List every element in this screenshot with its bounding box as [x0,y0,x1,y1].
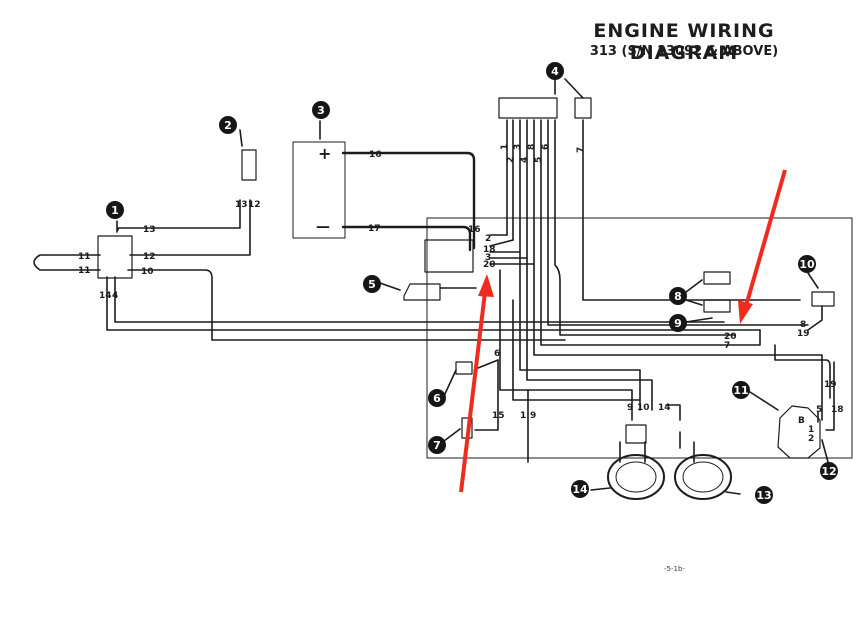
wire-label: 16 [369,150,382,160]
callout-badges: 1 2 3 4 5 6 7 8 9 10 11 12 13 14 [106,62,838,504]
engine-panel-outline [426,217,853,459]
wire-label: 1 [500,144,510,150]
wire-label: 16 [468,225,481,235]
svg-text:2: 2 [224,119,232,132]
svg-text:10: 10 [799,258,815,271]
wire-label: 19 [797,329,810,339]
callout-badge: 1 [106,201,124,219]
diagram-subtitle: 313 (S/N 13092 & ABOVE) [589,44,779,59]
wire-label: 6 [541,144,551,150]
wire-label: 1 [808,425,814,435]
wire-label: 7 [724,341,730,351]
battery-plus-symbol: + [318,144,331,163]
wire-label: 4 [520,157,530,163]
callout-badge: 14 [571,480,589,498]
arrowhead-right [738,300,753,324]
svg-text:8: 8 [674,290,682,303]
wire-label: B [798,416,805,426]
wire-label: 8 [527,144,537,150]
callout-badge: 7 [428,436,446,454]
svg-text:4: 4 [551,65,559,78]
svg-text:9: 9 [674,317,682,330]
callout-badge: 13 [755,486,773,504]
wire-label: 2 [808,434,814,444]
wire-label: 11 [78,252,91,262]
wire-label: 18 [483,245,496,255]
wire-label: 10 [141,267,154,277]
svg-text:14: 14 [572,483,588,496]
wire-label: 5 [534,157,544,163]
wire-label: 20 [483,260,496,270]
callout-badge: 8 [669,287,687,305]
callout-badge: 12 [820,462,838,480]
annotation-arrow-left [459,291,487,493]
wire-label: 14 [658,403,671,413]
wires [33,78,853,500]
callout-badge: 3 [312,101,330,119]
arrowhead-left [478,274,494,297]
wire-label: 7 [576,147,586,153]
wire-label: 20 [724,332,737,342]
wire-label: 18 [831,405,844,415]
wire-label: 14 [99,291,112,301]
svg-text:13: 13 [756,489,771,502]
callout-badge: 6 [428,389,446,407]
callout-badge: 11 [732,381,750,399]
svg-text:11: 11 [733,384,748,397]
wire-label: 2 [506,157,516,163]
annotation-arrow-right [744,169,787,307]
callout-badge: 10 [798,255,816,273]
wire-label: 13 [235,200,248,210]
battery-minus-symbol: — [316,219,330,235]
wire-label: 12 [143,252,156,262]
wire-label: 3 [485,253,491,263]
wire-label: 9 [530,411,536,421]
svg-text:7: 7 [433,439,441,452]
wire-label: 4 [112,291,118,301]
callout-badge: 9 [669,314,687,332]
wire-label: 2 [485,234,491,244]
wire-label: 3 [513,144,523,150]
wire-label: 19 [824,380,837,390]
wire-label: 15 [492,411,505,421]
wire-label: 5 [816,405,822,415]
callout-badge: 2 [219,116,237,134]
annotation-arrows [459,169,787,493]
svg-text:5: 5 [368,278,376,291]
callout-badge: 4 [546,62,564,80]
svg-text:12: 12 [821,465,836,478]
battery-box [292,141,346,239]
svg-text:6: 6 [433,392,441,405]
wire-label: 1 [520,411,526,421]
wire-label: 11 [78,266,91,276]
wire-label: 10 [637,403,650,413]
callout-badge: 5 [363,275,381,293]
wire-label: 8 [800,320,806,330]
wire-label: 9 [627,403,633,413]
wire-label: 13 [143,225,156,235]
svg-text:3: 3 [317,104,325,117]
svg-text:1: 1 [111,204,119,217]
page-number: -5-1b- [664,565,685,573]
wire-label: 12 [248,200,261,210]
wire-label: 17 [368,224,381,234]
wire-labels: 16 17 13 12 11 11 10 14 4 13 12 16 2 18 … [78,144,844,444]
wire-label: 6 [494,349,500,359]
diagram-title: ENGINE WIRING DIAGRAM [593,20,775,64]
